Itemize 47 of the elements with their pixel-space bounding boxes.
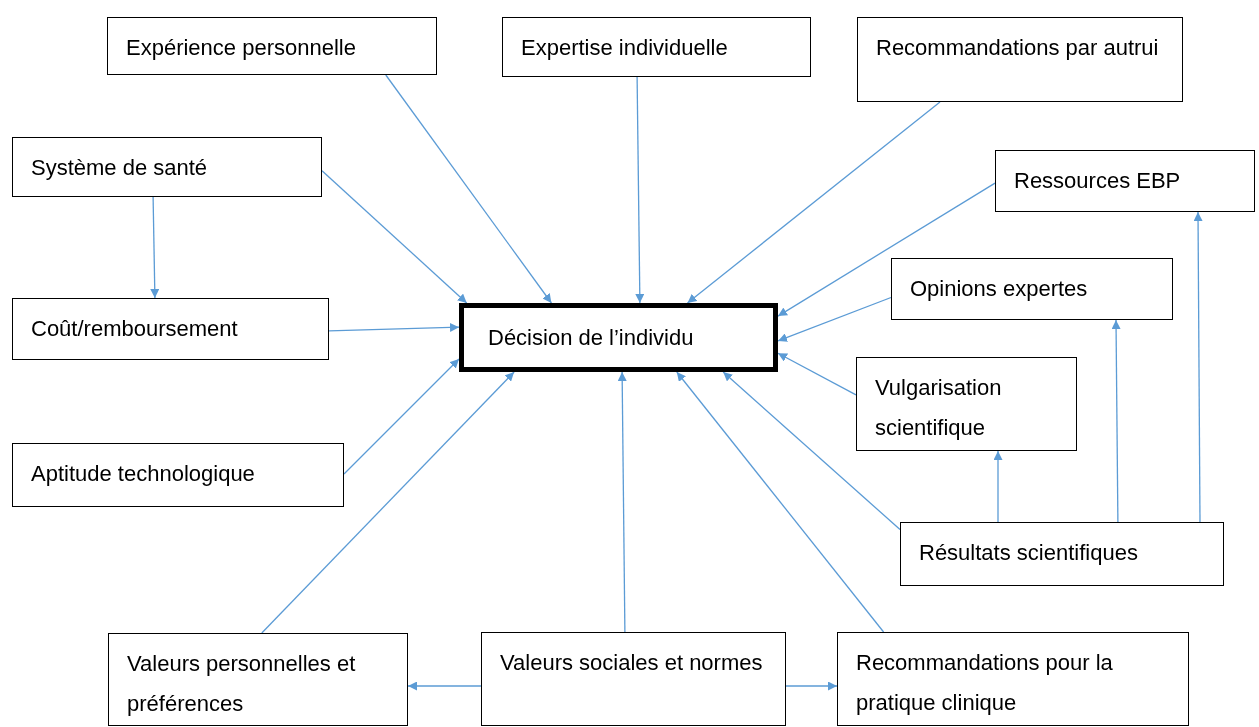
- factor-box: [995, 150, 1255, 212]
- box-label: Valeurs sociales et normes: [500, 649, 764, 677]
- box-label: Expertise individuelle: [521, 34, 729, 62]
- arrow: [328, 322, 460, 332]
- box-label: Recommandations par autrui: [876, 34, 1160, 62]
- box-label: Ressources EBP: [1014, 167, 1182, 195]
- arrow: [1193, 211, 1203, 523]
- factor-box: [856, 357, 1077, 451]
- arrow: [686, 101, 941, 304]
- factor-box: [857, 17, 1183, 102]
- arrow: [993, 450, 1003, 523]
- factor-box: [891, 258, 1173, 320]
- arrow: [321, 170, 468, 304]
- arrow: [676, 371, 885, 633]
- box-label: Expérience personnelle: [126, 34, 357, 62]
- factor-box: [481, 632, 786, 726]
- arrow: [1111, 319, 1121, 523]
- box-label: Recommandations pour la pratique clinique: [856, 649, 1114, 717]
- box-label: Valeurs personnelles et préférences: [127, 650, 357, 718]
- factor-box: [837, 632, 1189, 726]
- factor-box: [12, 298, 329, 360]
- arrow: [635, 76, 645, 304]
- box-label: Résultats scientifiques: [919, 539, 1139, 567]
- arrow: [385, 74, 553, 304]
- factor-box: [12, 137, 322, 197]
- arrow: [722, 371, 901, 531]
- arrow: [150, 196, 160, 299]
- box-label: Coût/remboursement: [31, 315, 239, 343]
- box-label: Aptitude technologique: [31, 460, 256, 488]
- decision-box: [459, 303, 778, 372]
- factor-box: [12, 443, 344, 507]
- arrow: [261, 371, 515, 634]
- factor-box: [107, 17, 437, 75]
- box-label: Opinions expertes: [910, 275, 1089, 303]
- box-label: Vulgarisation scientifique: [875, 374, 1003, 442]
- arrow: [617, 371, 627, 633]
- arrow: [785, 681, 838, 691]
- factor-box: [900, 522, 1224, 586]
- arrow: [777, 296, 892, 342]
- arrow: [407, 681, 482, 691]
- box-label: Décision de l’individu: [488, 323, 695, 352]
- factor-box: [108, 633, 408, 726]
- box-label: Système de santé: [31, 154, 209, 182]
- factor-box: [502, 17, 811, 77]
- arrow: [777, 182, 996, 317]
- arrow: [343, 358, 460, 475]
- arrow: [777, 352, 857, 396]
